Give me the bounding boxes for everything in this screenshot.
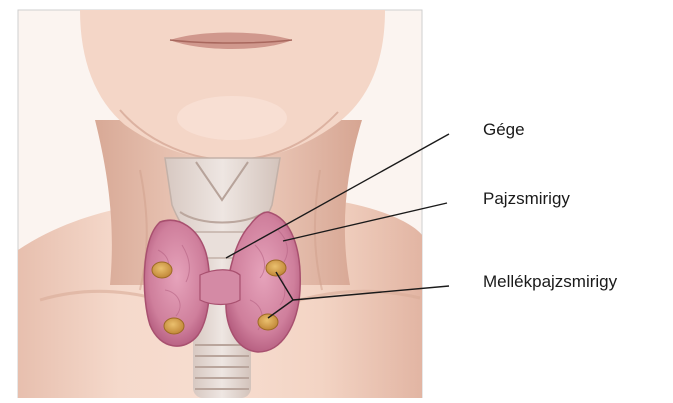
label-thyroid: Pajzsmirigy [483, 189, 570, 209]
label-parathyroid: Mellékpajzsmirigy [483, 272, 617, 292]
label-larynx: Gége [483, 120, 525, 140]
